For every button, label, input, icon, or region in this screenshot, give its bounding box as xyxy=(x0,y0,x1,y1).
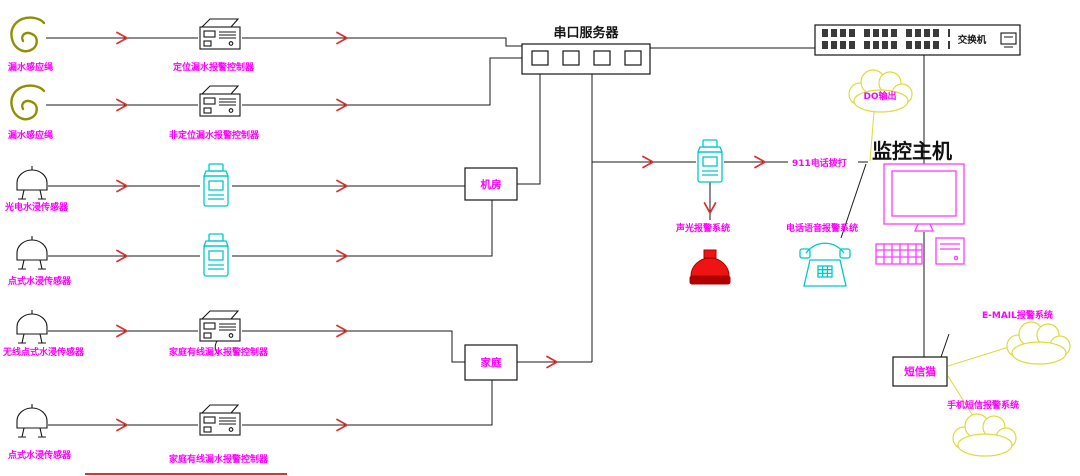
water-sensor-tank-icon xyxy=(16,235,48,270)
controller-label-4: 家庭有线漏水报警控制器 xyxy=(169,453,269,465)
call-911-label: 911电话拨打 xyxy=(792,157,847,169)
sms-modem-label: 短信猫 xyxy=(904,365,936,378)
cyan-transmitter-icon xyxy=(203,233,229,277)
sensor-label-6: 点式水浸传感器 xyxy=(8,449,72,461)
water-sensor-tank-icon xyxy=(16,165,48,200)
antenna-icon xyxy=(940,333,950,358)
keyboard-icon xyxy=(875,243,923,265)
home-box: 家庭 xyxy=(464,344,518,381)
controller-label-2: 非定位漏水报警控制器 xyxy=(169,129,260,141)
siren-dome-icon xyxy=(689,249,731,285)
monitor-host-title: 监控主机 xyxy=(872,139,952,163)
water-sensor-tank-icon xyxy=(16,309,48,344)
email-alarm-label: E-MAIL报警系统 xyxy=(982,309,1053,321)
switch-box xyxy=(814,24,1021,56)
do-output-link xyxy=(869,111,875,162)
network-switch: 交换机 xyxy=(814,24,1021,56)
alarm-controller-icon xyxy=(199,310,241,342)
sensor-label-2: 漏水感应绳 xyxy=(8,129,53,141)
serial-server: 串口服务器 xyxy=(521,25,651,75)
home-label: 家庭 xyxy=(481,356,502,369)
flow-arrows xyxy=(116,31,766,432)
modem-cloud-links xyxy=(947,345,1013,425)
alarm-controller-icon xyxy=(199,85,241,117)
serial-server-label: 串口服务器 xyxy=(553,25,619,41)
room-box: 机房 xyxy=(464,167,518,201)
water-sensor-tank-icon xyxy=(16,403,48,438)
sensor-label-5: 无线点式水浸传感器 xyxy=(2,346,85,358)
serial-port-icon xyxy=(531,50,549,66)
controller-label-1: 定位漏水报警控制器 xyxy=(172,61,255,73)
cyan-transmitter-icon xyxy=(203,163,229,207)
sensor-label-3: 光电水浸传感器 xyxy=(4,201,69,213)
room-label: 机房 xyxy=(481,178,502,191)
serial-port-icon xyxy=(624,50,642,66)
sensor-label-1: 漏水感应绳 xyxy=(8,61,53,73)
leak-cable-icon xyxy=(10,16,46,53)
alarm-controller-icon xyxy=(199,18,241,50)
home-box-outline xyxy=(464,344,518,381)
serial-port-icon xyxy=(593,50,611,66)
sms-modem-box xyxy=(892,356,948,387)
serial-port-icon xyxy=(562,50,580,66)
sensor-label-4: 点式水浸传感器 xyxy=(8,275,72,287)
room-box-outline xyxy=(464,167,518,201)
cloud-icon-do xyxy=(848,69,913,113)
cable-tail xyxy=(214,340,219,355)
phone-voice-alarm-label: 电话语音报警系统 xyxy=(786,222,858,234)
sms-modem: 短信猫 xyxy=(892,333,950,387)
leak-cable-icon xyxy=(10,84,46,121)
telephone-icon xyxy=(799,242,851,287)
switch-device-icon xyxy=(1000,32,1017,48)
alarm-controller-icon xyxy=(199,404,241,436)
pc-case-icon xyxy=(935,237,965,265)
controller-label-3: 家庭有线漏水报警控制器 xyxy=(169,346,269,358)
sms-alarm-label: 手机短信报警系统 xyxy=(947,399,1019,411)
cloud-icon-sms xyxy=(952,413,1017,457)
sound-light-alarm-label: 声光报警系统 xyxy=(675,222,730,234)
do-output-label: DO输出 xyxy=(863,90,896,102)
crt-monitor-icon xyxy=(883,163,965,232)
switch-label: 交换机 xyxy=(958,34,987,46)
connection-lines xyxy=(46,37,925,426)
serial-server-box xyxy=(521,43,651,75)
cloud-icon-email xyxy=(1006,321,1071,365)
cyan-transmitter-icon xyxy=(697,139,723,183)
